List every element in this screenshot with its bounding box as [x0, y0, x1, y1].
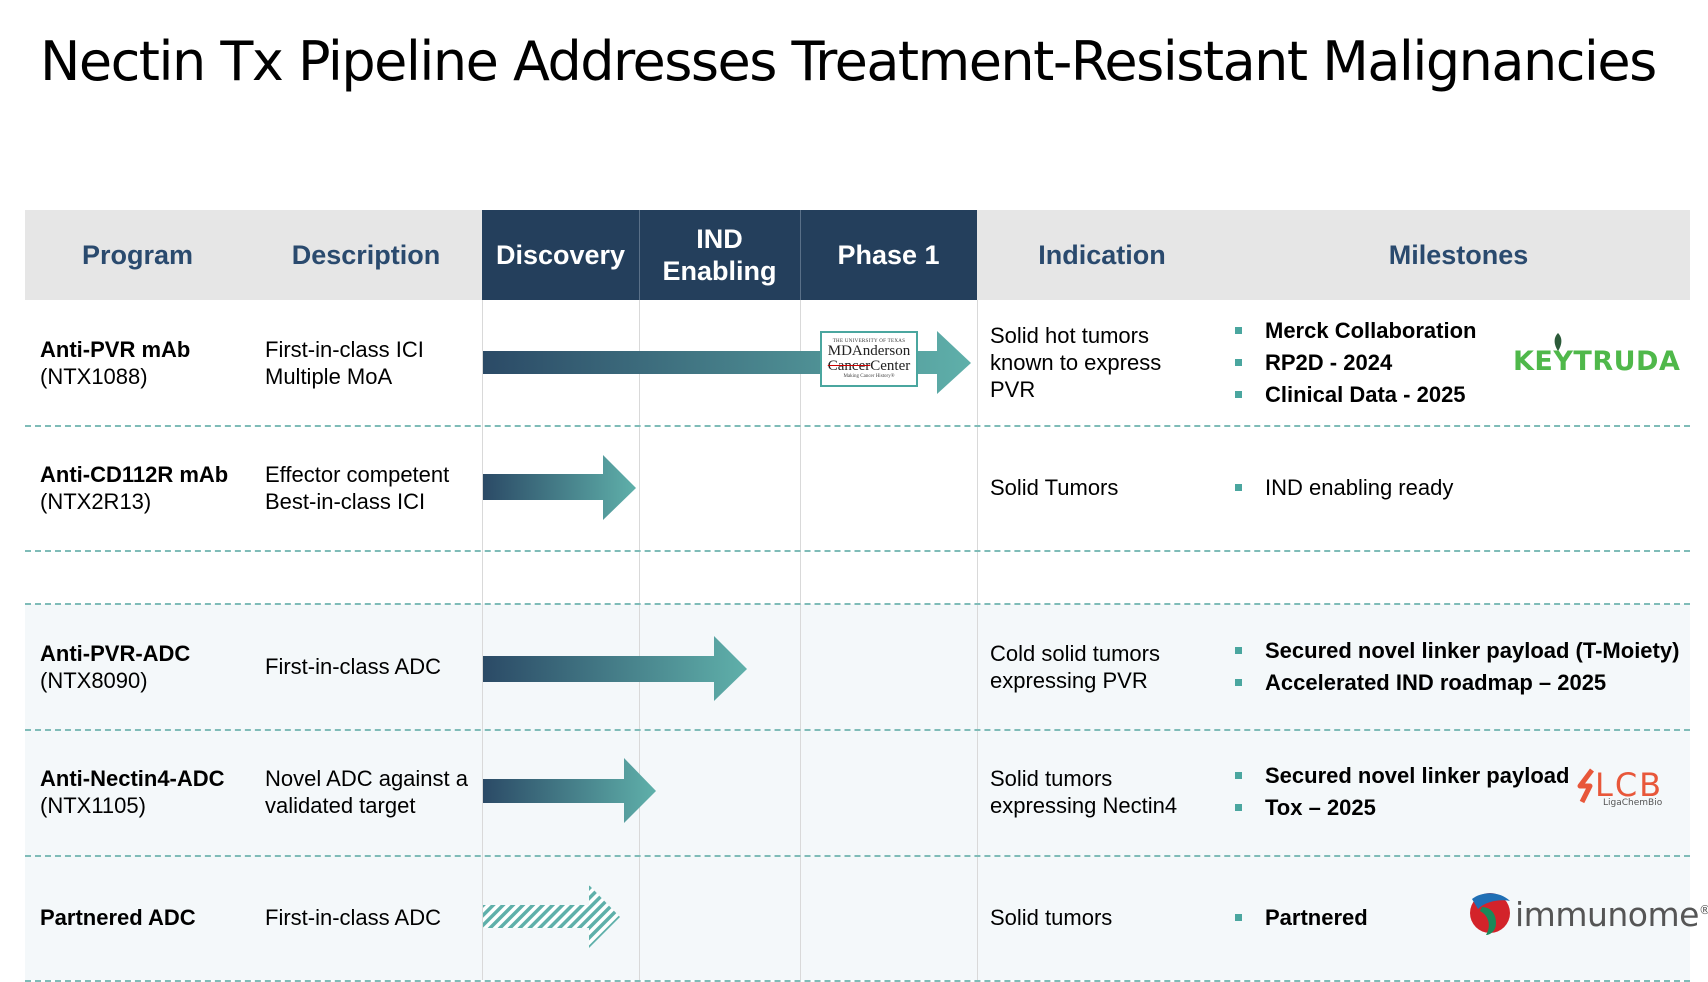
- header-phase-1: Phase 1: [837, 240, 940, 270]
- milestone-item: IND enabling ready: [1235, 472, 1655, 504]
- description-cell: Effector competent Best-in-class ICI: [265, 461, 450, 514]
- milestones-cell: Secured novel linker payload Tox – 2025: [1235, 729, 1575, 855]
- description-cell: First-in-class ICI Multiple MoA: [265, 336, 424, 389]
- keytruda-leaf-icon: [1554, 333, 1562, 351]
- program-code: (NTX1105): [40, 793, 146, 818]
- description-cell: First-in-class ADC: [265, 654, 442, 679]
- program-name: Partnered ADC: [40, 905, 196, 930]
- indication-cell: Solid hot tumors known to express PVR: [990, 323, 1162, 402]
- md-anderson-logo: THE UNIVERSITY OF TEXAS MDAnderson Cance…: [820, 331, 918, 387]
- milestone-item: RP2D - 2024: [1235, 347, 1535, 379]
- program-cell: Anti-Nectin4-ADC (NTX1105): [40, 729, 250, 855]
- row-divider: [25, 550, 1690, 552]
- milestone-item: Tox – 2025: [1235, 792, 1575, 824]
- program-code: (NTX1088): [40, 363, 148, 389]
- lcb-logo-subtitle: LigaChemBio: [1603, 798, 1663, 808]
- program-name: Anti-CD112R mAb: [40, 461, 229, 487]
- keytruda-logo: KEYTRUDA: [1513, 346, 1681, 377]
- indication-cell: Cold solid tumors expressing PVR: [990, 640, 1160, 693]
- program-cell: Anti-PVR mAb (NTX1088): [40, 300, 250, 425]
- milestone-item: Clinical Data - 2025: [1235, 379, 1535, 411]
- milestones-cell: IND enabling ready: [1235, 425, 1655, 550]
- milestones-cell: Partnered: [1235, 855, 1535, 980]
- row-divider: [25, 603, 1690, 605]
- immunome-logo: immunome®: [1515, 895, 1708, 934]
- indication-cell: Solid tumors expressing Nectin4: [990, 766, 1178, 818]
- description-cell: Novel ADC against a validated target: [265, 766, 468, 818]
- program-name: Anti-Nectin4-ADC: [40, 766, 225, 791]
- column-divider: [482, 300, 483, 980]
- progress-arrow-anti-pvr-mab: [483, 331, 971, 394]
- milestones-cell: Merck Collaboration RP2D - 2024 Clinical…: [1235, 300, 1535, 425]
- column-divider: [977, 300, 978, 980]
- row-divider: [25, 855, 1690, 857]
- header-milestones: Milestones: [1388, 240, 1529, 270]
- program-cell: Anti-CD112R mAb (NTX2R13): [40, 425, 250, 550]
- milestone-item: Secured novel linker payload: [1235, 760, 1575, 792]
- page-title: Nectin Tx Pipeline Addresses Treatment-R…: [40, 30, 1657, 93]
- milestone-item: Partnered: [1235, 902, 1535, 934]
- milestones-cell: Secured novel linker payload (T-Moiety) …: [1235, 604, 1685, 729]
- lcb-swoosh-icon: [1577, 768, 1594, 804]
- program-cell: Anti-PVR-ADC (NTX8090): [40, 604, 250, 729]
- row-divider: [25, 425, 1690, 427]
- program-name: Anti-PVR mAb: [40, 336, 191, 362]
- indication-cell: Solid Tumors: [990, 475, 1119, 500]
- immunome-mark-icon: [1470, 893, 1510, 935]
- description-cell: First-in-class ADC: [265, 905, 442, 930]
- stage-header-divider: [800, 210, 801, 300]
- header-indication: Indication: [1038, 240, 1166, 270]
- milestone-item: Merck Collaboration: [1235, 315, 1535, 347]
- milestone-item: Accelerated IND roadmap – 2025: [1235, 667, 1685, 699]
- header-ind-enabling: IND Enabling: [662, 224, 777, 286]
- stage-header-background: [482, 210, 977, 300]
- header-program: Program: [81, 240, 194, 270]
- column-divider: [639, 300, 640, 980]
- progress-arrow-anti-nectin4-adc: [483, 758, 656, 823]
- header-description: Description: [291, 240, 441, 270]
- program-cell: Partnered ADC: [40, 855, 250, 980]
- program-code: (NTX2R13): [40, 488, 152, 514]
- adc-section-background: [25, 604, 1690, 980]
- stage-header-divider: [639, 210, 640, 300]
- program-name: Anti-PVR-ADC: [40, 640, 191, 666]
- progress-arrow-anti-cd112r-mab: [483, 455, 636, 520]
- milestone-item: Secured novel linker payload (T-Moiety): [1235, 635, 1685, 667]
- progress-arrow-anti-pvr-adc: [483, 636, 747, 701]
- indication-cell: Solid tumors: [990, 905, 1113, 930]
- progress-arrow-partnered-adc: [483, 885, 620, 948]
- row-divider: [25, 729, 1690, 731]
- column-divider: [800, 300, 801, 980]
- header-discovery: Discovery: [495, 240, 626, 270]
- lcb-logo: LCB: [1595, 766, 1664, 804]
- program-code: (NTX8090): [40, 667, 148, 693]
